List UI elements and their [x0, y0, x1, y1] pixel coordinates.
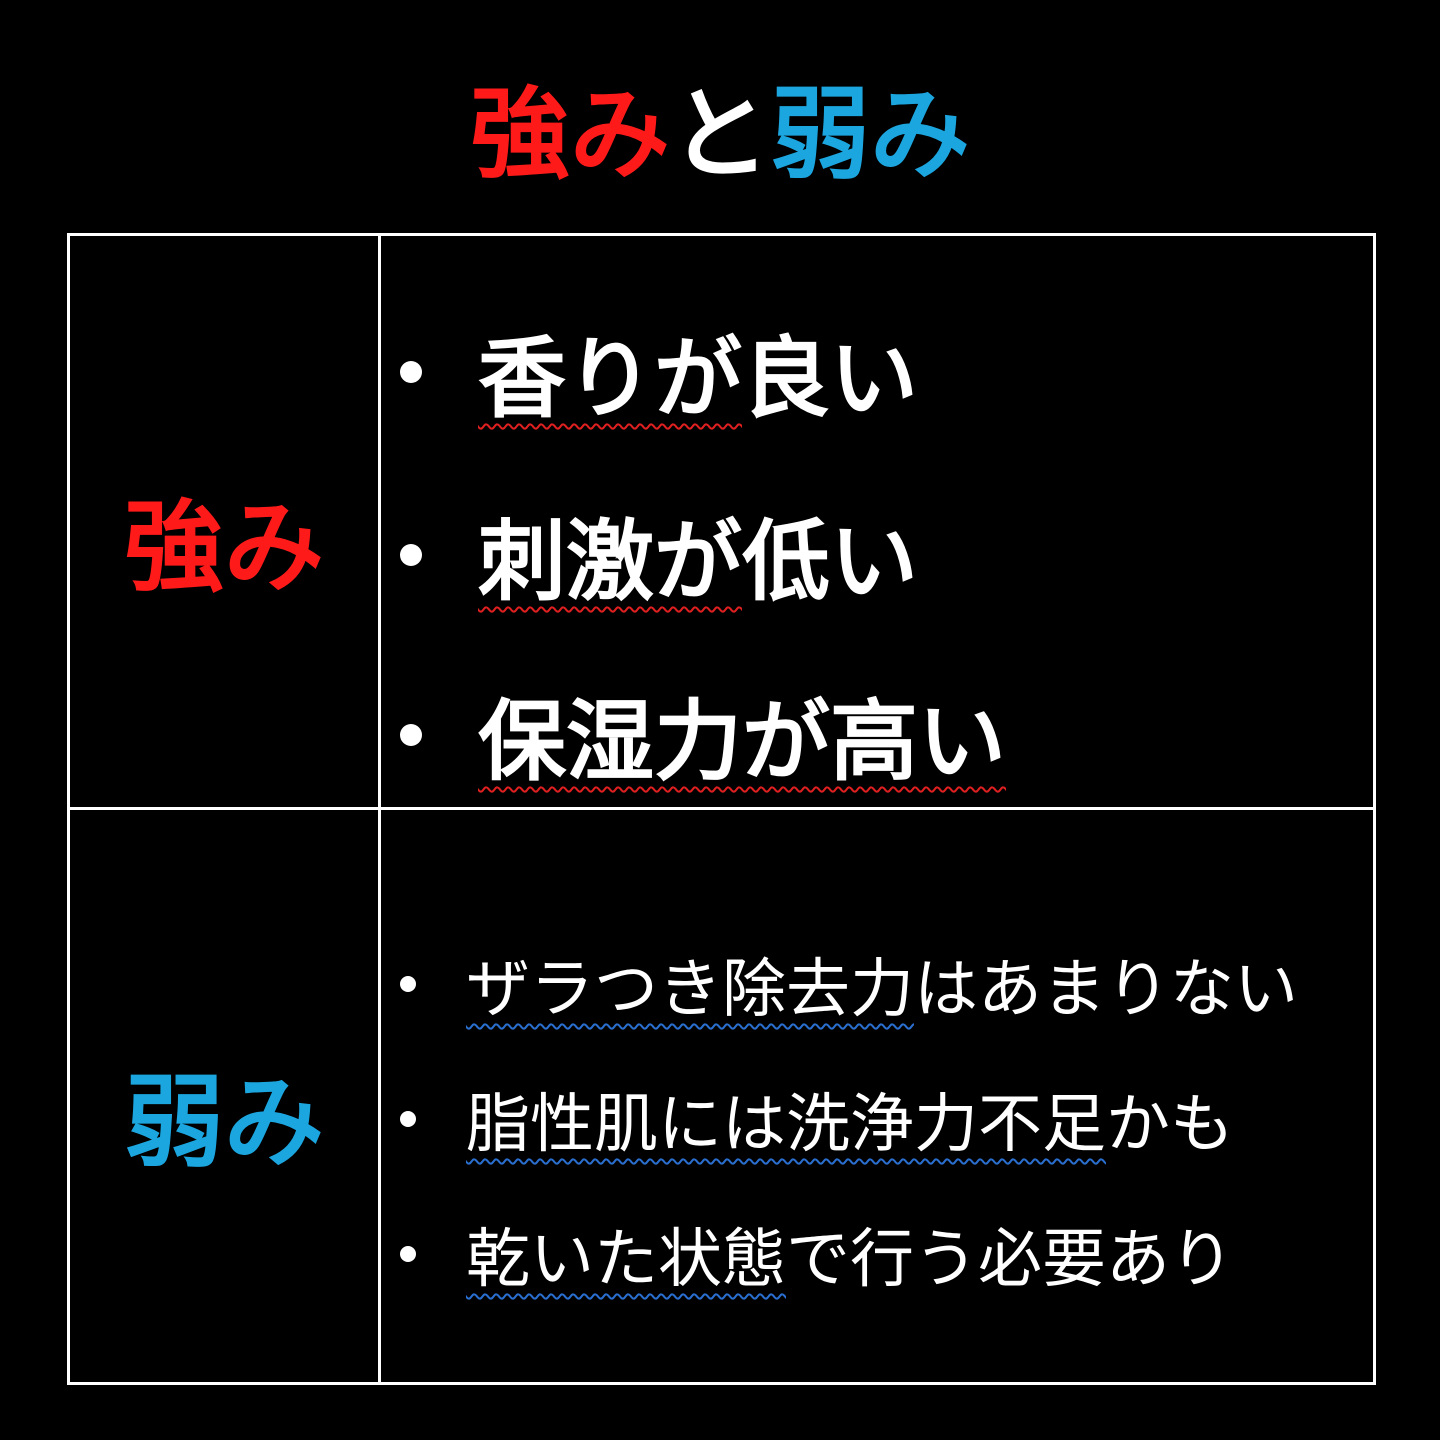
strength-item: 刺激が低い — [400, 491, 918, 618]
row-divider — [70, 807, 1373, 810]
title-weaknesses: 弱み — [770, 76, 970, 193]
item-text-underlined: 乾いた状態 — [466, 1223, 786, 1297]
item-text: はあまりない — [914, 953, 1298, 1027]
title-and: と — [670, 76, 770, 193]
item-text-underlined: 保湿力が高い — [478, 690, 1007, 793]
item-text-underlined: 脂性肌には洗浄力不足 — [466, 1088, 1106, 1162]
bullet-icon — [400, 976, 416, 992]
bullet-icon — [400, 1111, 416, 1127]
item-text-underlined: 香りが — [478, 327, 743, 430]
item-text: 低い — [742, 510, 919, 613]
weaknesses-label: 弱み — [124, 1064, 324, 1181]
item-text: で行う必要あり — [786, 1223, 1234, 1297]
weakness-item: 乾いた状態で行う必要あり — [400, 1208, 1234, 1300]
item-text-underlined: 刺激が — [478, 510, 743, 613]
bullet-icon — [400, 360, 422, 383]
strengths-weaknesses-table: 強み 弱み 香りが良い 刺激が低い 保湿力が高い ザラつき除去力はあまりない 脂… — [67, 233, 1376, 1385]
item-text-underlined: ザラつき除去力 — [466, 953, 914, 1027]
bullet-icon — [400, 723, 422, 746]
item-text: かも — [1106, 1088, 1234, 1162]
weakness-item: 脂性肌には洗浄力不足かも — [400, 1073, 1234, 1165]
strength-item: 香りが良い — [400, 308, 918, 435]
bullet-icon — [400, 543, 422, 566]
weakness-item: ザラつき除去力はあまりない — [400, 938, 1298, 1030]
item-text: 良い — [742, 327, 919, 430]
page-title: 強みと弱み — [0, 70, 1440, 200]
bullet-icon — [400, 1246, 416, 1262]
title-strengths: 強み — [470, 76, 670, 193]
strength-item: 保湿力が高い — [400, 671, 1006, 798]
strengths-label: 強み — [124, 489, 324, 606]
